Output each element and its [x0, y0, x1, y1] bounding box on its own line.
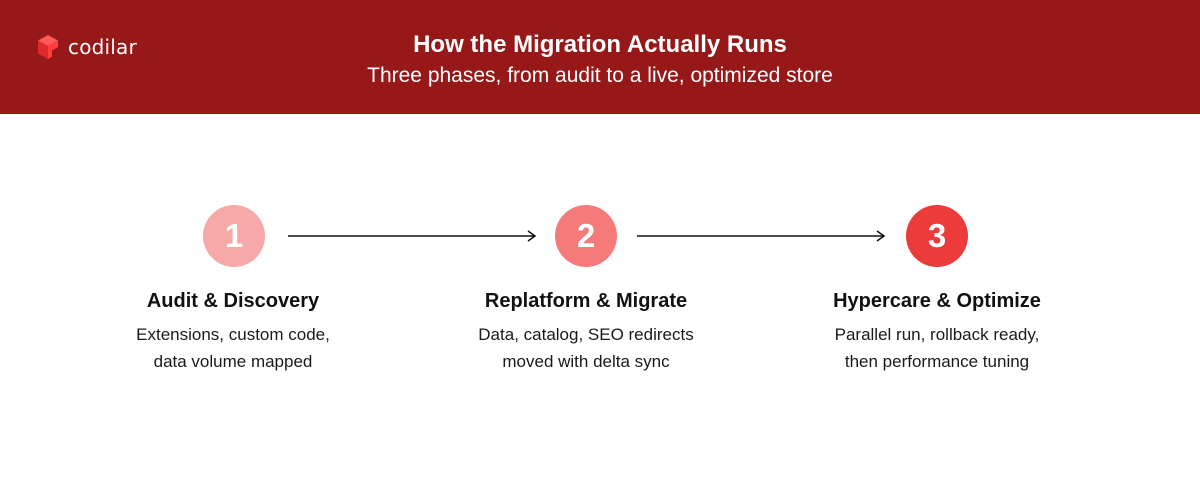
- logo-text: codilar: [68, 35, 137, 59]
- page-subtitle: Three phases, from audit to a live, opti…: [367, 64, 833, 87]
- step-3-description-line: then performance tuning: [844, 352, 1030, 371]
- step-1-number: 1: [224, 217, 244, 254]
- page-title: How the Migration Actually Runs: [413, 31, 787, 58]
- step-2-title: Replatform & Migrate: [484, 290, 688, 312]
- step-3-description-line: Parallel run, rollback ready,: [834, 325, 1040, 344]
- arrow-right-icon: [288, 230, 537, 242]
- step-3-title: Hypercare & Optimize: [833, 290, 1041, 312]
- step-1-circle: 1: [203, 205, 265, 267]
- step-1-description: Extensions, custom code, data volume map…: [63, 321, 403, 375]
- step-3-number: 3: [927, 217, 947, 254]
- arrow-right-icon: [637, 230, 886, 242]
- header-banner: codilar How the Migration Actually Runs …: [0, 0, 1200, 114]
- step-1-title: Audit & Discovery: [146, 290, 320, 312]
- step-2-circle: 2: [555, 205, 617, 267]
- step-2-description-line: moved with delta sync: [502, 352, 670, 371]
- step-2-description-line: Data, catalog, SEO redirects: [478, 325, 694, 344]
- step-3-circle: 3: [906, 205, 968, 267]
- step-2-number: 2: [576, 217, 596, 254]
- step-3-description: Parallel run, rollback ready, then perfo…: [767, 321, 1107, 375]
- step-1-description-line: data volume mapped: [153, 352, 313, 371]
- step-1-description-line: Extensions, custom code,: [136, 325, 330, 344]
- cube-logo-icon: [38, 35, 58, 59]
- step-2-description: Data, catalog, SEO redirects moved with …: [416, 321, 756, 375]
- brand-logo[interactable]: codilar: [36, 34, 137, 60]
